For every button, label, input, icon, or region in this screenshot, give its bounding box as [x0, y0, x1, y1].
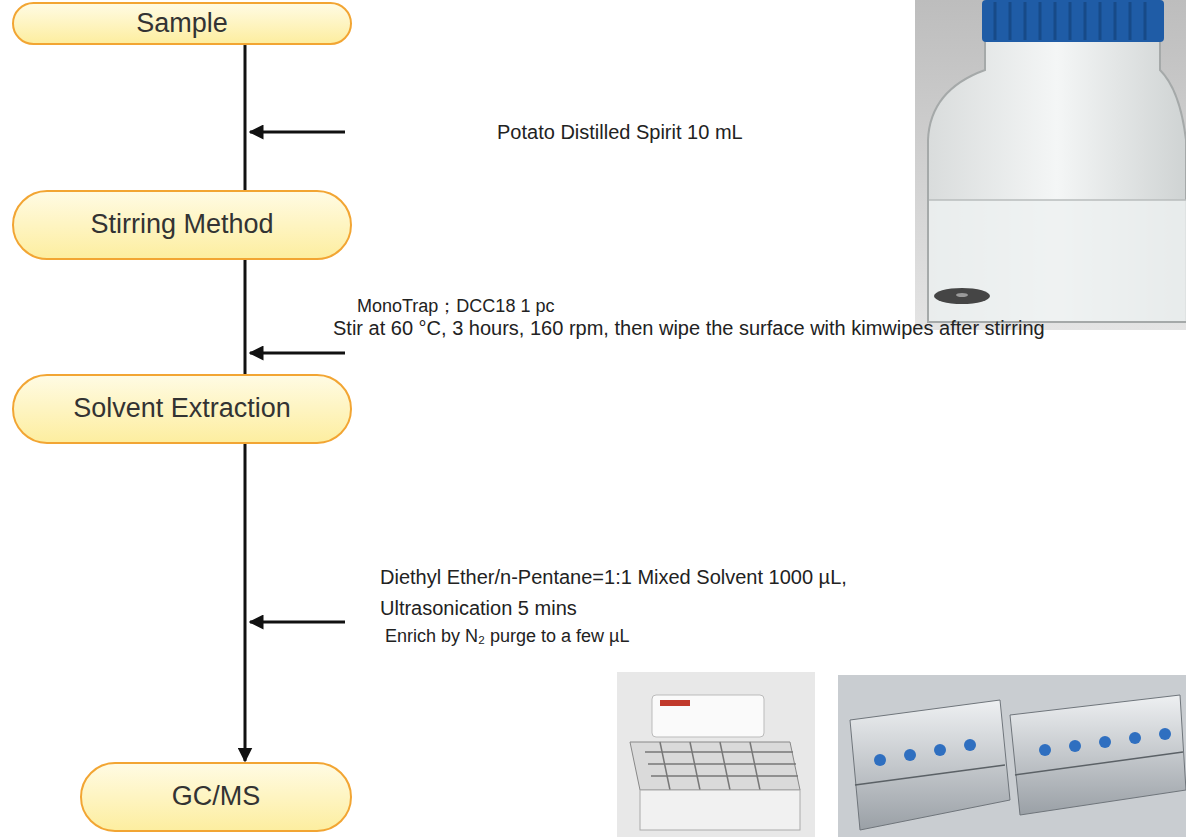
rack-photo [838, 675, 1186, 837]
step-label: Stirring Method [90, 209, 273, 240]
process-pill: Sample [12, 2, 352, 45]
step-note: Stir at 60 °C, 3 hours, 160 rpm, then wi… [333, 315, 1185, 341]
vial-photo [915, 0, 1186, 330]
step-note: Diethyl Ether/n-Pentane=1:1 Mixed Solven… [380, 564, 940, 590]
stirrer-photo [617, 672, 815, 837]
process-pill: Solvent Extraction [12, 374, 352, 444]
step-label: Sample [136, 8, 228, 39]
step-label: GC/MS [172, 781, 261, 812]
step-note: Enrich by N₂ purge to a few µL [385, 625, 805, 648]
flow-line [244, 444, 247, 761]
flow-line [244, 260, 247, 374]
step-note: MonoTrap；DCC18 1 pc [357, 295, 777, 318]
step-note: Ultrasonication 5 mins [380, 595, 800, 621]
process-pill: Stirring Method [12, 190, 352, 260]
flow-line [244, 45, 247, 190]
step-label: Solvent Extraction [73, 393, 291, 424]
process-pill: GC/MS [80, 762, 352, 832]
step-note: Potato Distilled Spirit 10 mL [497, 119, 917, 145]
